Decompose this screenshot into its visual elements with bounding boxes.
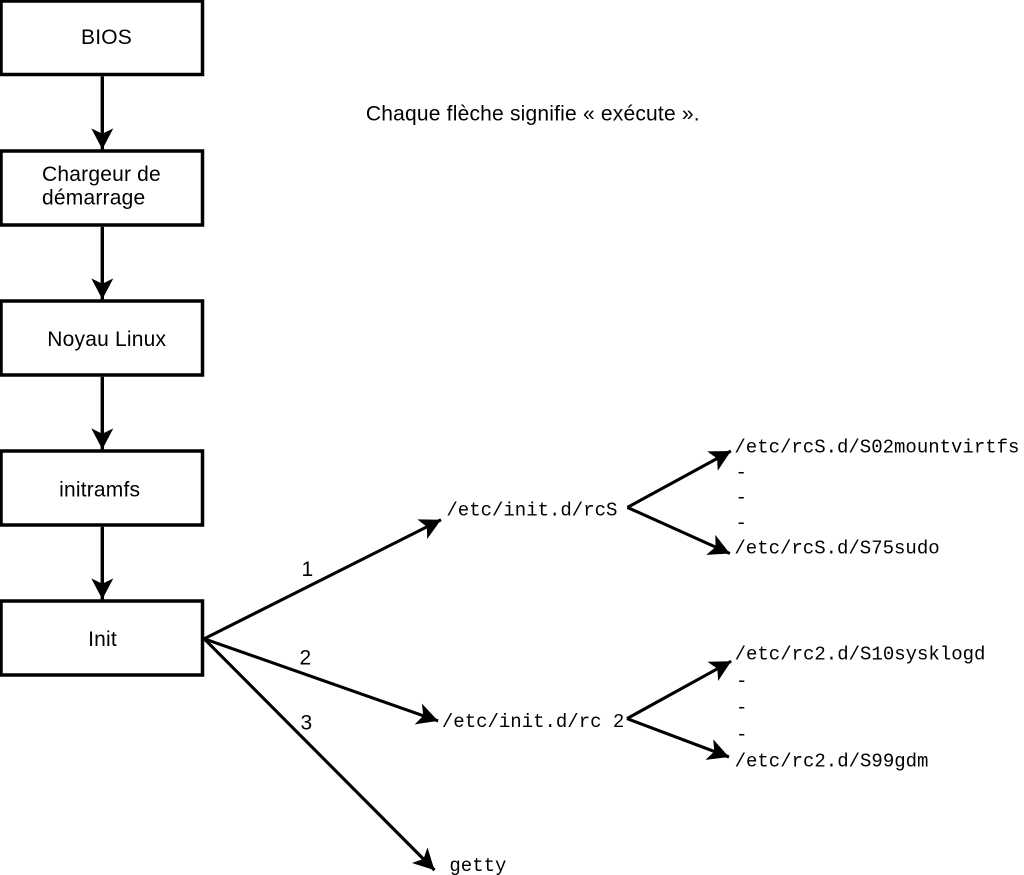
svg-text:getty: getty [449,855,506,875]
svg-text:-: - [736,487,747,509]
svg-text:3: 3 [301,712,313,735]
svg-text:Init: Init [88,628,117,651]
svg-text:/etc/init.d/rcS: /etc/init.d/rcS [446,500,617,522]
svg-text:Noyau Linux: Noyau Linux [47,328,166,351]
svg-text:initramfs: initramfs [59,479,140,502]
svg-text:-: - [736,697,747,719]
svg-text:-: - [736,462,747,484]
svg-text:Chaque flèche signifie « exécu: Chaque flèche signifie « exécute ». [366,102,700,125]
svg-text:2: 2 [300,647,312,670]
svg-text:-: - [736,724,747,746]
svg-text:/etc/init.d/rc 2: /etc/init.d/rc 2 [442,711,624,733]
svg-text:-: - [736,670,747,692]
svg-text:/etc/rc2.d/S99gdm: /etc/rc2.d/S99gdm [735,751,929,773]
svg-text:/etc/rcS.d/S75sudo: /etc/rcS.d/S75sudo [734,538,939,560]
svg-text:Chargeur de: Chargeur de [42,163,161,186]
svg-text:BIOS: BIOS [81,26,132,49]
svg-text:1: 1 [302,558,314,581]
svg-text:/etc/rcS.d/S02mountvirtfs: /etc/rcS.d/S02mountvirtfs [734,437,1019,459]
svg-text:démarrage: démarrage [42,187,145,210]
svg-text:/etc/rc2.d/S10sysklogd: /etc/rc2.d/S10sysklogd [735,644,986,666]
svg-text:-: - [736,512,747,534]
